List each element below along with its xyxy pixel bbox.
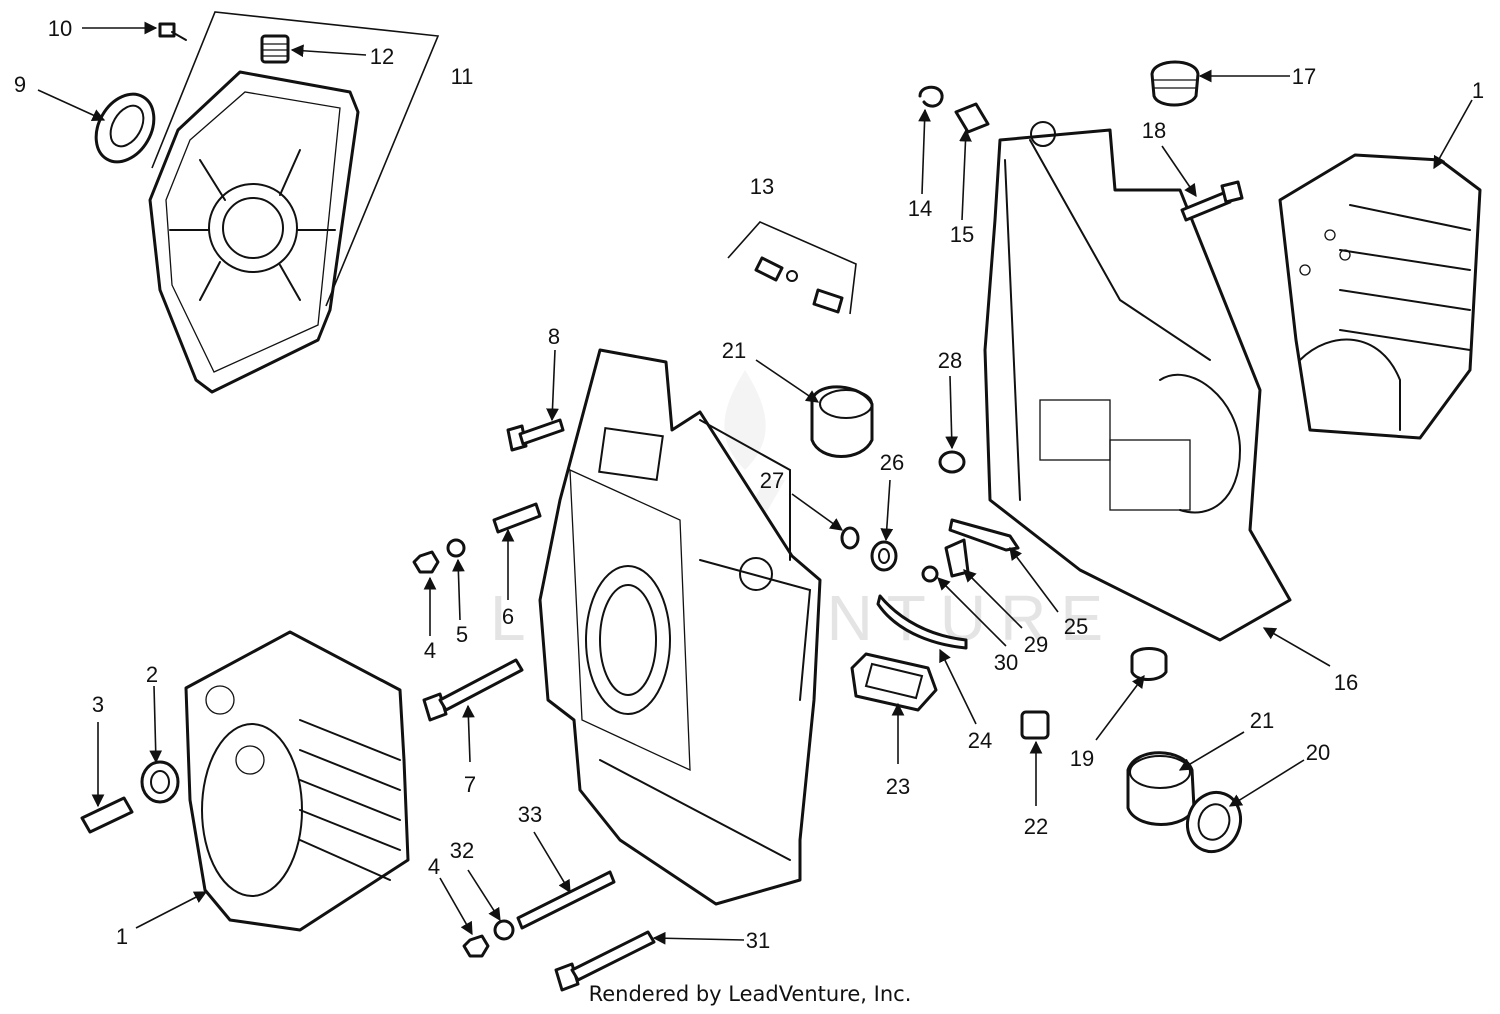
callout-27: 27 <box>760 468 784 493</box>
part-26-seal <box>870 540 898 572</box>
part-28-ring <box>938 450 966 474</box>
part-1-cylinder-left <box>184 630 410 932</box>
callout-23: 23 <box>886 774 910 799</box>
callout-31: 31 <box>746 928 770 953</box>
callout-21: 21 <box>1250 708 1274 733</box>
callout-5: 5 <box>456 622 468 647</box>
part-13-kit <box>727 221 857 315</box>
center-crankcase <box>538 348 822 906</box>
callout-33: 33 <box>518 802 542 827</box>
callout-16: 16 <box>1334 670 1358 695</box>
part-32-washer <box>493 919 515 941</box>
part-21-bearing-upper <box>810 385 874 458</box>
part-30-screw <box>921 565 939 583</box>
callout-13: 13 <box>750 174 774 199</box>
leader-lines <box>37 21 1473 945</box>
callout-22: 22 <box>1024 814 1048 839</box>
callout-7: 7 <box>464 772 476 797</box>
callout-12: 12 <box>370 44 394 69</box>
part-12-plug <box>260 34 290 64</box>
callout-labels: 1 1 2 3 4 4 5 6 7 8 9 10 11 12 13 14 15 … <box>14 16 1484 953</box>
part-27-o-ring <box>840 526 860 550</box>
callout-6: 6 <box>502 604 514 629</box>
callout-1: 1 <box>116 924 128 949</box>
callout-28: 28 <box>938 348 962 373</box>
part-10-bolt <box>158 22 187 41</box>
callout-18: 18 <box>1142 118 1166 143</box>
callout-17: 17 <box>1292 64 1316 89</box>
callout-24: 24 <box>968 728 992 753</box>
part-15-sleeve <box>954 102 990 134</box>
callout-4: 4 <box>428 854 440 879</box>
part-23-breather <box>850 652 938 712</box>
part-8-bolt <box>506 418 565 452</box>
part-19-plug <box>1130 647 1168 681</box>
part-20-seal <box>1186 790 1242 854</box>
callout-2: 2 <box>146 662 158 687</box>
callout-20: 20 <box>1306 740 1330 765</box>
part-17-plug <box>1150 60 1200 107</box>
callout-30: 30 <box>994 650 1018 675</box>
part-11-bracket <box>151 11 440 307</box>
callout-1: 1 <box>1472 78 1484 103</box>
callout-32: 32 <box>450 838 474 863</box>
callout-29: 29 <box>1024 632 1048 657</box>
part-6-stud <box>492 502 542 534</box>
part-1-cylinder-right <box>1278 153 1482 440</box>
callout-25: 25 <box>1064 614 1088 639</box>
callout-3: 3 <box>92 692 104 717</box>
part-18-bolt <box>1180 180 1244 222</box>
footer-credit: Rendered by LeadVenture, Inc. <box>588 982 912 1006</box>
callout-15: 15 <box>950 222 974 247</box>
callout-21: 21 <box>722 338 746 363</box>
part-21-bearing-lower <box>1126 751 1196 826</box>
part-16-crankcase-right <box>983 121 1292 642</box>
part-11-housing-cover <box>148 70 360 394</box>
part-33-stud <box>516 870 616 930</box>
part-2-seal <box>140 760 180 804</box>
part-14-clip <box>918 85 944 108</box>
callout-9: 9 <box>14 72 26 97</box>
callout-26: 26 <box>880 450 904 475</box>
part-7-bolt <box>422 658 524 722</box>
part-24-baffle <box>876 594 968 650</box>
callout-14: 14 <box>908 196 932 221</box>
part-3-dowel-pin <box>80 796 134 834</box>
part-9-oil-seal <box>94 92 156 164</box>
callout-4: 4 <box>424 638 436 663</box>
part-4-nut-lower <box>462 934 490 958</box>
part-22-plug <box>1020 710 1050 740</box>
callout-19: 19 <box>1070 746 1094 771</box>
callout-10: 10 <box>48 16 72 41</box>
part-4-nut-upper <box>412 550 440 574</box>
callout-11: 11 <box>451 64 474 89</box>
part-5-washer <box>446 538 466 558</box>
callout-8: 8 <box>548 324 560 349</box>
